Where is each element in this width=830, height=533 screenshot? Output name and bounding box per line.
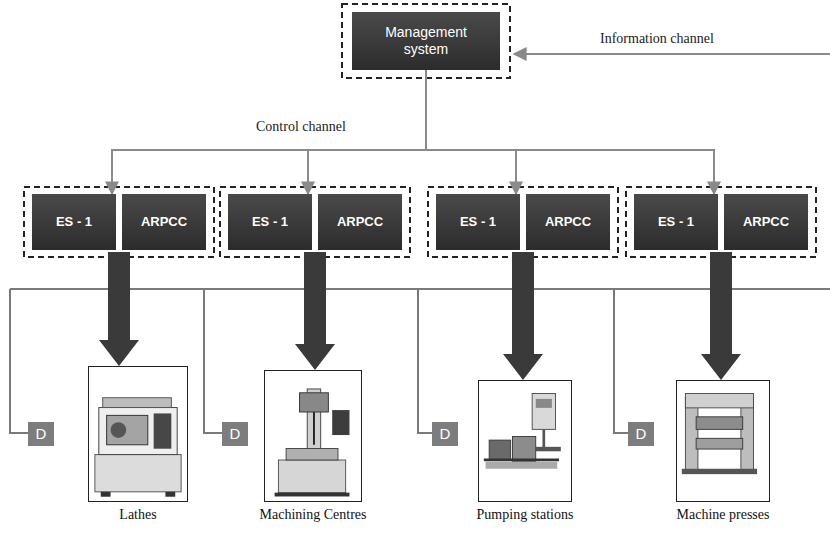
sensor-box: D: [222, 422, 248, 446]
sensor-label: D: [230, 425, 241, 443]
channel-label: Control channel: [256, 119, 346, 135]
machine-picture: Machining Centres: [264, 370, 362, 523]
control-arrow: [426, 70, 516, 194]
dashed-frame: [24, 187, 214, 257]
machine-illustration: [479, 381, 571, 501]
command-arrow: [701, 252, 741, 380]
channel-label: Information channel: [600, 31, 714, 47]
machine-picture: Pumping stations: [478, 380, 572, 523]
management-box: Management system: [352, 12, 500, 70]
control-arrow: [112, 70, 426, 194]
information-arrow: [514, 53, 830, 55]
machine-caption: Pumping stations: [477, 507, 574, 523]
sensor-label: D: [636, 425, 647, 443]
box-label: ARPCC: [337, 214, 383, 230]
box-label: ES - 1: [658, 214, 694, 230]
image-frame: [264, 370, 362, 502]
dashed-frame: [626, 187, 816, 257]
dashed-frame: [428, 187, 618, 257]
expert-system-box: ES - 1: [436, 194, 520, 250]
dashed-frame: [342, 4, 510, 78]
box-label: Management system: [374, 24, 478, 58]
image-frame: [676, 380, 770, 502]
image-frame: [88, 366, 188, 502]
box-label: ARPCC: [141, 214, 187, 230]
box-label: ES - 1: [56, 214, 92, 230]
machine-illustration: [677, 381, 769, 501]
machine-picture: Machine presses: [676, 380, 770, 523]
box-label: ARPCC: [545, 214, 591, 230]
machine-caption: Machining Centres: [260, 507, 367, 523]
expert-system-box: ES - 1: [32, 194, 116, 250]
machine-illustration: [265, 371, 361, 501]
sensor-box: D: [628, 422, 654, 446]
controller-box: ARPCC: [724, 194, 808, 250]
controller-box: ARPCC: [526, 194, 610, 250]
command-arrow: [99, 252, 139, 366]
box-label: ARPCC: [743, 214, 789, 230]
sensor-label: D: [440, 425, 451, 443]
expert-system-box: ES - 1: [634, 194, 718, 250]
control-arrow: [426, 70, 714, 194]
machine-caption: Lathes: [119, 507, 156, 523]
expert-system-box: ES - 1: [228, 194, 312, 250]
machine-caption: Machine presses: [677, 507, 770, 523]
command-arrow: [503, 252, 543, 380]
box-label: ES - 1: [252, 214, 288, 230]
controller-box: ARPCC: [318, 194, 402, 250]
machine-illustration: [89, 367, 187, 501]
image-frame: [478, 380, 572, 502]
machine-picture: Lathes: [88, 366, 188, 523]
sensor-label: D: [36, 425, 47, 443]
controller-box: ARPCC: [122, 194, 206, 250]
command-arrow: [295, 252, 335, 370]
dashed-frame: [220, 187, 410, 257]
box-label: ES - 1: [460, 214, 496, 230]
sensor-box: D: [432, 422, 458, 446]
sensor-box: D: [28, 422, 54, 446]
